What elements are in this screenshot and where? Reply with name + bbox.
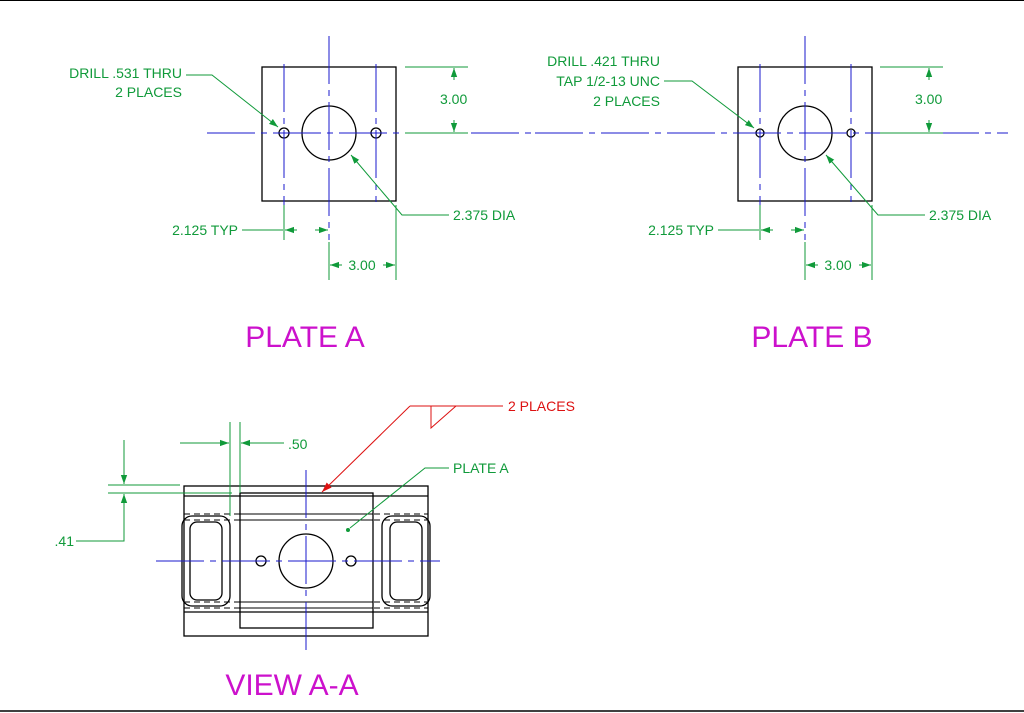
- view-thickness-dim: .41: [55, 533, 75, 549]
- plate-a-drill-note-line2: 2 PLACES: [115, 84, 182, 100]
- fillet-weld-symbol: [430, 405, 457, 430]
- plate-a-height-dim: 3.00: [440, 91, 467, 107]
- plate-a-drill-note-line1: DRILL .531 THRU: [69, 65, 182, 81]
- view-plate-label: PLATE A: [453, 460, 509, 476]
- plate-a-hole-dia: 2.375 DIA: [453, 207, 516, 223]
- plate-a-width-dim: 3.00: [348, 257, 375, 273]
- view-aa: .50 .41 PLATE A 2 PLACES VIEW A-A: [55, 398, 575, 702]
- plate-b-height-dim: 3.00: [915, 91, 942, 107]
- plate-b-view: 3.00 DRILL .421 THRU TAP 1/2-13 UNC 2 PL…: [535, 36, 1008, 354]
- plate-b-drill-note-line2: TAP 1/2-13 UNC: [556, 73, 660, 89]
- view-aa-title: VIEW A-A: [225, 669, 358, 702]
- plate-b-drill-note-line1: DRILL .421 THRU: [547, 53, 660, 69]
- weld-note: 2 PLACES: [508, 398, 575, 414]
- plate-a-view: 3.00 DRILL .531 THRU 2 PLACES 2.375 DIA …: [69, 36, 535, 354]
- plate-b-drill-note-line3: 2 PLACES: [593, 93, 660, 109]
- plate-b-title: PLATE B: [751, 321, 872, 354]
- plate-a-typ-dim: 2.125 TYP: [172, 222, 238, 238]
- view-offset-dim: .50: [288, 436, 308, 452]
- plate-b-hole-dia: 2.375 DIA: [929, 207, 992, 223]
- plate-b-typ-dim: 2.125 TYP: [648, 222, 714, 238]
- plate-b-width-dim: 3.00: [824, 257, 851, 273]
- plate-a-title: PLATE A: [245, 321, 365, 354]
